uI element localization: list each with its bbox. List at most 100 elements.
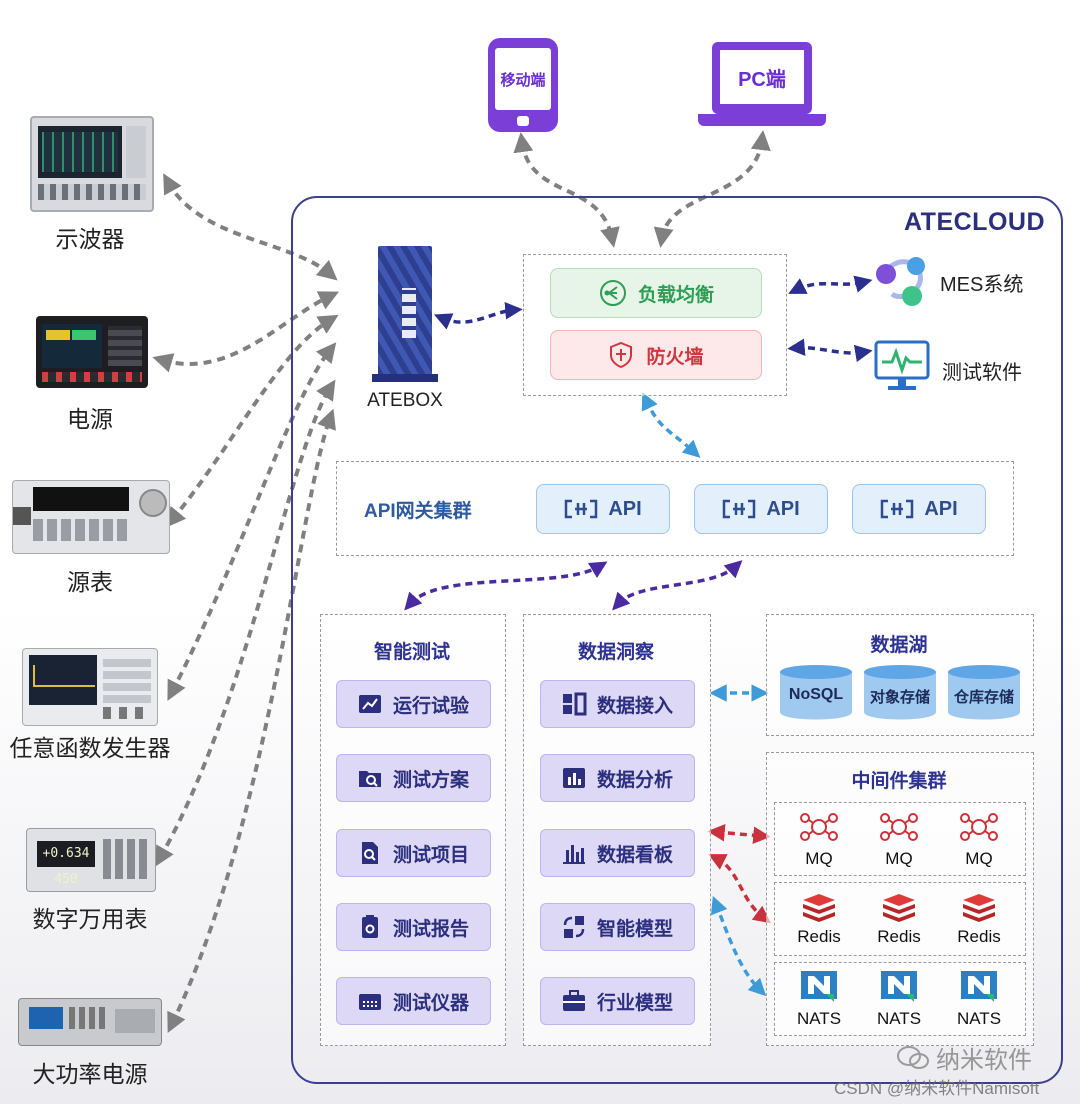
- document-search-icon: [362, 842, 378, 864]
- bar-chart-icon: [563, 768, 585, 788]
- mes-label: MES系统: [940, 274, 1024, 296]
- mobile-label: 移动端: [500, 71, 546, 89]
- data-lake-title: 数据湖: [870, 635, 928, 656]
- device-label: 数字万用表: [32, 906, 148, 932]
- redis-node[interactable]: Redis: [864, 890, 934, 947]
- atebox-label: ATEBOX: [367, 390, 443, 411]
- api-node[interactable]: API: [536, 484, 670, 534]
- mq-icon: [880, 813, 918, 841]
- nats-icon: [881, 971, 917, 1002]
- item-label: 智能模型: [597, 918, 674, 940]
- wechat-label: 纳米软件: [936, 1047, 1032, 1074]
- database-cylinder[interactable]: 仓库存储: [946, 664, 1022, 720]
- mq-node[interactable]: MQ: [864, 810, 934, 869]
- api-node[interactable]: API: [694, 484, 828, 534]
- data-access-button[interactable]: 数据接入: [540, 680, 695, 728]
- model-cycle-icon: [563, 916, 585, 938]
- data-access-icon: [563, 692, 587, 716]
- cloud-title: ATECLOUD: [903, 208, 1045, 236]
- api-cluster-title: API网关集群: [364, 501, 472, 522]
- store-label: 对象存储: [869, 689, 930, 706]
- api-icon: [565, 499, 598, 519]
- nats-node[interactable]: NATS: [784, 970, 854, 1029]
- mq-node[interactable]: MQ: [784, 810, 854, 869]
- test-software-label: 测试软件: [942, 362, 1022, 384]
- nats-label: NATS: [876, 1009, 922, 1028]
- function-generator-image: [22, 648, 158, 726]
- mes-icon: [872, 252, 932, 308]
- wechat-watermark: 纳米软件: [896, 1040, 1032, 1075]
- firewall-label: 防火墙: [646, 346, 704, 368]
- database-cylinder[interactable]: NoSQL: [778, 664, 854, 720]
- device-label: 任意函数发生器: [9, 735, 171, 761]
- data-dashboard-button[interactable]: 数据看板: [540, 829, 695, 877]
- device-label: 大功率电源: [32, 1061, 148, 1087]
- mq-icon: [960, 813, 998, 841]
- mq-node[interactable]: MQ: [944, 810, 1014, 869]
- mq-label: MQ: [885, 849, 913, 868]
- redis-icon: [803, 894, 835, 922]
- nats-icon: [961, 971, 997, 1002]
- data-insight-title: 数据洞察: [577, 642, 654, 663]
- folder-search-icon: [359, 771, 381, 787]
- atebox-server-icon: [372, 246, 438, 382]
- test-item-button[interactable]: 测试项目: [336, 829, 491, 877]
- mq-row: [774, 802, 1026, 876]
- laptop-base-icon: [698, 114, 826, 126]
- middleware-title: 中间件集群: [851, 771, 947, 792]
- home-button-icon: [517, 116, 529, 126]
- device-label: 电源: [67, 406, 113, 432]
- device-label: 源表: [67, 569, 113, 595]
- item-label: 测试仪器: [393, 992, 470, 1014]
- instrument-icon: [359, 994, 381, 1010]
- atecloud-container: ATECLOUD: [291, 196, 1063, 1084]
- nats-node[interactable]: NATS: [944, 970, 1014, 1029]
- item-label: 数据接入: [597, 695, 674, 717]
- mobile-client[interactable]: 移动端: [488, 38, 558, 132]
- mq-label: MQ: [805, 849, 833, 868]
- item-label: 数据分析: [597, 769, 674, 791]
- mq-icon: [800, 813, 838, 841]
- store-label: 仓库存储: [953, 689, 1014, 706]
- database-icon: [864, 665, 936, 720]
- wechat-icon: [897, 1045, 929, 1069]
- clipboard-gear-icon: [362, 915, 378, 938]
- mq-label: MQ: [965, 849, 993, 868]
- run-experiment-button[interactable]: 运行试验: [336, 680, 491, 728]
- smart-test-title: 智能测试: [373, 642, 450, 663]
- data-analysis-button[interactable]: 数据分析: [540, 754, 695, 802]
- load-balance-label: 负载均衡: [637, 284, 714, 306]
- item-label: 行业模型: [597, 992, 674, 1014]
- redis-icon: [883, 894, 915, 922]
- test-instrument-button[interactable]: 测试仪器: [336, 977, 491, 1025]
- redis-node[interactable]: Redis: [784, 890, 854, 947]
- nats-node[interactable]: NATS: [864, 970, 934, 1029]
- smart-model-button[interactable]: 智能模型: [540, 903, 695, 951]
- power-supply-image: [36, 316, 148, 388]
- test-report-button[interactable]: 测试报告: [336, 903, 491, 951]
- high-power-supply-image: [18, 998, 162, 1046]
- oscilloscope-image: [30, 116, 154, 212]
- nats-icon: [801, 971, 837, 1002]
- redis-icon: [963, 894, 995, 922]
- load-balance-icon: [599, 280, 626, 306]
- multimeter-image: +0.634 450: [26, 828, 156, 892]
- test-plan-button[interactable]: 测试方案: [336, 754, 491, 802]
- briefcase-icon: [563, 990, 585, 1011]
- load-balance-button[interactable]: 负载均衡: [550, 268, 762, 318]
- api-label: API: [608, 497, 642, 520]
- redis-node[interactable]: Redis: [944, 890, 1014, 947]
- database-icon: [948, 665, 1020, 720]
- api-icon: [881, 499, 914, 519]
- item-label: 测试方案: [393, 769, 470, 791]
- device-label: 示波器: [55, 226, 125, 252]
- pc-label: PC端: [738, 68, 786, 91]
- source-meter-image: [12, 480, 170, 554]
- api-label: API: [924, 497, 958, 520]
- database-cylinder[interactable]: 对象存储: [862, 664, 938, 720]
- industry-model-button[interactable]: 行业模型: [540, 977, 695, 1025]
- nats-label: NATS: [956, 1009, 1002, 1028]
- api-node[interactable]: API: [852, 484, 986, 534]
- pc-client[interactable]: PC端: [698, 42, 826, 126]
- firewall-button[interactable]: 防火墙: [550, 330, 762, 380]
